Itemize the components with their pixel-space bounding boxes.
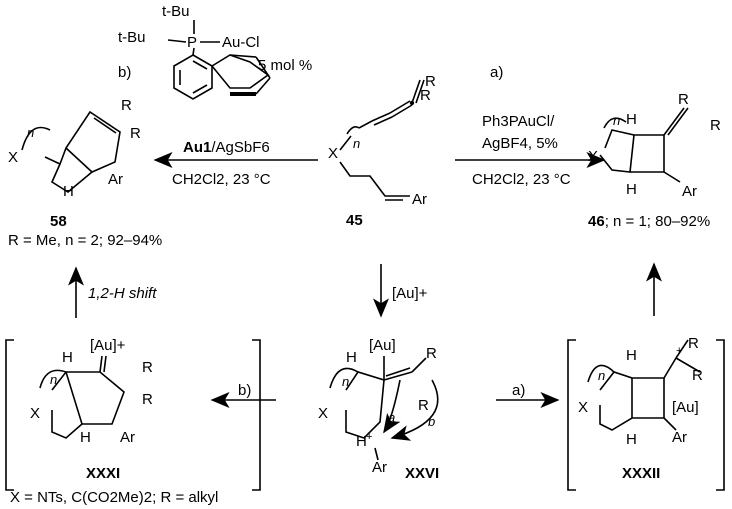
compound-46-structure: X n H H R R Ar 46; n = 1; 80–92% <box>588 91 721 230</box>
svg-text:R: R <box>121 97 132 114</box>
svg-text:H: H <box>346 349 357 366</box>
middle-row-arrows: b) a) <box>210 382 560 408</box>
svg-text:H: H <box>626 181 637 198</box>
svg-text:X: X <box>588 148 598 165</box>
catalyst-tbu-left: t-Bu <box>118 29 146 46</box>
svg-text:H: H <box>356 433 367 450</box>
svg-text:Ar: Ar <box>372 459 387 476</box>
svg-text:R: R <box>710 117 721 134</box>
svg-text:X: X <box>578 399 588 416</box>
svg-text:R: R <box>418 397 429 414</box>
svg-text:R: R <box>142 391 153 408</box>
catalyst-loading: 5 mol % <box>258 57 312 74</box>
svg-text:H: H <box>63 183 74 200</box>
atom-x: X <box>328 145 338 162</box>
svg-text:Ar: Ar <box>412 191 427 208</box>
svg-text:n: n <box>598 368 605 383</box>
svg-text:R: R <box>130 125 141 142</box>
svg-text:R: R <box>426 345 437 362</box>
svg-text:n: n <box>27 125 34 140</box>
xxvi-label: XXVI <box>405 465 439 482</box>
route-b-mid-label: b) <box>238 382 251 399</box>
route-a-conditions: CH2Cl2, 23 °C <box>472 171 571 188</box>
svg-text:X: X <box>8 149 18 166</box>
svg-text:[Au]+: [Au]+ <box>90 337 126 354</box>
svg-text:H: H <box>62 349 73 366</box>
xxxii-label: XXXII <box>622 465 660 482</box>
svg-text:R: R <box>420 87 431 104</box>
xxxi-label: XXXI <box>86 465 120 482</box>
svg-text:H: H <box>626 431 637 448</box>
route-a-mid-label: a) <box>512 382 525 399</box>
svg-text:n: n <box>342 374 349 389</box>
svg-text:R: R <box>142 359 153 376</box>
svg-text:X: X <box>30 405 40 422</box>
compound-58-structure: X n H R R Ar 58 R = Me, n = 2; 92–94% <box>8 97 162 249</box>
compound-46-label: 46 <box>588 213 605 230</box>
svg-text:Au1/AgSbF6: Au1/AgSbF6 <box>183 139 270 156</box>
intermediate-xxxii: X n H H + R R [Au] Ar XXXII <box>567 335 725 491</box>
svg-text:+: + <box>676 345 682 357</box>
route-a-reagent2: AgBF4, 5% <box>482 135 558 152</box>
svg-text:H: H <box>80 429 91 446</box>
au-plus-label: [Au]+ <box>392 285 428 302</box>
arrow-route-b-top: b) Au1/AgSbF6 CH2Cl2, 23 °C <box>118 64 318 188</box>
arrow-route-a-top: a) Ph3PAuCl/ AgBF4, 5% CH2Cl2, 23 °C <box>455 64 606 188</box>
svg-text:a: a <box>388 410 395 425</box>
footnote: X = NTs, C(CO2Me)2; R = alkyl <box>10 489 218 506</box>
svg-text:n: n <box>50 372 57 387</box>
catalyst-aucl: Au-Cl <box>222 34 260 51</box>
svg-text:Ar: Ar <box>682 183 697 200</box>
svg-text:R: R <box>688 335 699 352</box>
catalyst-tbu-top: t-Bu <box>162 3 190 20</box>
route-b-label: b) <box>118 64 131 81</box>
compound-45-label: 45 <box>346 212 363 229</box>
shift-label: 1,2-H shift <box>88 285 157 302</box>
svg-text:[Au]: [Au] <box>369 337 396 354</box>
svg-text:n: n <box>353 136 360 151</box>
intermediate-xxvi: [Au] R R X n H H + Ar a b XXVI <box>318 337 439 482</box>
svg-text:46; n = 1; 80–92%: 46; n = 1; 80–92% <box>588 213 710 230</box>
catalyst-p: P <box>187 34 197 51</box>
compound-58-caption: R = Me, n = 2; 92–94% <box>8 232 162 249</box>
svg-text:H: H <box>626 111 637 128</box>
atom-r: R <box>425 73 436 90</box>
catalyst-au1-structure: t-Bu t-Bu P Au-Cl 5 mol % <box>118 3 312 100</box>
route-b-conditions: CH2Cl2, 23 °C <box>172 171 271 188</box>
svg-text:Ar: Ar <box>672 429 687 446</box>
svg-text:R: R <box>692 367 703 384</box>
compound-45-structure: X n R R Ar 45 <box>328 73 436 229</box>
svg-text:[Au]: [Au] <box>672 399 699 416</box>
route-a-reagent1: Ph3PAuCl/ <box>482 113 555 130</box>
vertical-arrows: 1,2-H shift [Au]+ <box>68 262 662 318</box>
svg-text:X: X <box>318 405 328 422</box>
svg-text:Ar: Ar <box>120 429 135 446</box>
intermediate-xxxi: [Au]+ X n H H R R Ar XXXI <box>5 337 261 491</box>
compound-58-label: 58 <box>50 213 67 230</box>
svg-text:n: n <box>613 113 620 128</box>
svg-text:Ar: Ar <box>108 171 123 188</box>
svg-text:+: + <box>366 431 372 443</box>
svg-text:R: R <box>678 91 689 108</box>
route-a-label: a) <box>490 64 503 81</box>
svg-text:b: b <box>428 414 435 429</box>
svg-text:H: H <box>626 347 637 364</box>
